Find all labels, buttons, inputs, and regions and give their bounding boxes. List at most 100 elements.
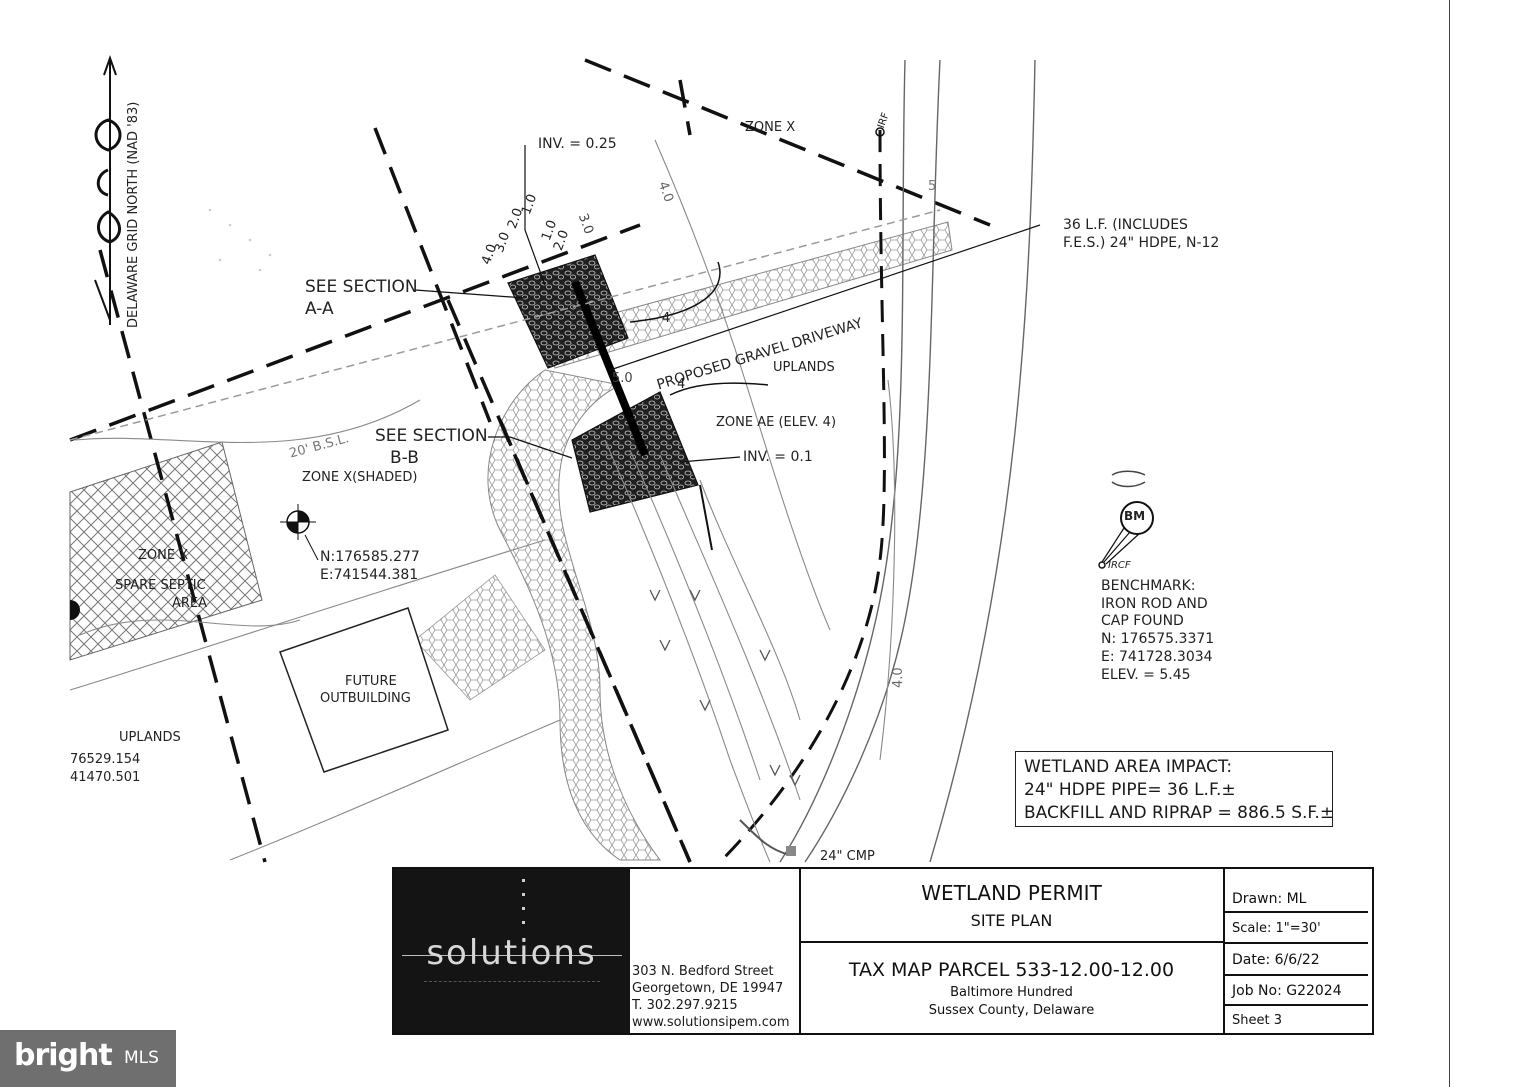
contour-label-40-right: 4.0 <box>891 667 906 688</box>
contour-5 <box>699 479 801 721</box>
road-edge-1 <box>779 59 906 863</box>
contour-arc-lower <box>669 382 769 396</box>
contour-label-4-upper: 4 <box>662 311 671 326</box>
future-outbuilding-outline <box>279 607 449 773</box>
leader-inv-top <box>524 145 546 286</box>
see-section-b-line2: B-B <box>390 448 419 468</box>
watermark-brand: bright <box>14 1038 113 1073</box>
road-edge-dashed <box>718 129 886 864</box>
property-line-6 <box>678 79 692 136</box>
leader-pipe-note <box>609 224 1041 371</box>
uplands-left-label: UPLANDS <box>119 730 181 745</box>
north-arrow-label: DELAWARE GRID NORTH (NAD '83) <box>126 101 141 328</box>
benchmark-line-2: IRON ROD AND <box>1101 596 1208 612</box>
cmp-outlet <box>739 819 791 856</box>
contour-arc-upper <box>629 261 721 323</box>
contour-7 <box>69 539 546 691</box>
benchmark-badge: BM <box>1124 509 1146 523</box>
property-line-3 <box>98 249 267 863</box>
contour-4 <box>659 454 801 801</box>
drawing-scale: Scale: 1"=30' <box>1232 921 1321 936</box>
coord-e-label: E:741544.381 <box>320 567 419 583</box>
benchmark-line-5: E: 741728.3034 <box>1101 649 1213 665</box>
zone-ae-label: ZONE AE (ELEV. 4) <box>716 415 837 430</box>
future-outbuilding-line1: FUTURE <box>345 674 397 689</box>
bright-mls-watermark: bright MLS <box>0 1030 176 1087</box>
inv-top-label: INV. = 0.25 <box>538 136 617 152</box>
cmp-label: 24" CMP <box>820 849 875 864</box>
see-section-a-line2: A-A <box>305 299 334 319</box>
zone-x-shaded-label: ZONE X(SHADED) <box>302 470 418 485</box>
benchmark-line-6: ELEV. = 5.45 <box>1101 667 1191 683</box>
watermark-suffix: MLS <box>124 1048 159 1068</box>
property-line-5 <box>584 58 991 227</box>
control-point-symbol <box>280 504 319 561</box>
contour-10 <box>879 379 896 761</box>
irf-marker-icon <box>875 127 885 137</box>
contour-8 <box>229 719 561 861</box>
address-phone: T. 302.297.9215 <box>632 998 738 1013</box>
property-line-4 <box>69 223 641 442</box>
partial-n-label: 76529.154 <box>70 752 141 767</box>
benchmark-sub: IRCF <box>1108 560 1131 571</box>
impact-title: WETLAND AREA IMPACT: <box>1024 757 1233 777</box>
coord-n-label: N:176585.277 <box>320 549 420 565</box>
uplands-right-label: UPLANDS <box>773 360 835 375</box>
drawn-by: Drawn: ML <box>1232 891 1307 907</box>
company-address: 303 N. Bedford Street Georgetown, DE 199… <box>632 963 790 1031</box>
partial-e-label: 41470.501 <box>70 770 141 785</box>
contour-3 <box>629 449 761 781</box>
title-block: solutions 303 N. Bedford Street Georgeto… <box>392 867 1374 1035</box>
cmp-box <box>786 846 796 856</box>
benchmark-icon <box>1098 470 1154 569</box>
property-line-1 <box>373 127 492 423</box>
hdpe-pipe <box>571 280 649 457</box>
benchmark-line-1: BENCHMARK: <box>1101 578 1196 594</box>
contour-label-50: 5.0 <box>612 371 633 386</box>
contour-label-4-lower: 4 <box>677 377 686 392</box>
north-arrow-icon <box>94 54 122 325</box>
flow-arrow-icons <box>649 589 801 787</box>
gravel-lower-left <box>414 574 546 701</box>
wetland-impact-box: WETLAND AREA IMPACT: 24" HDPE PIPE= 36 L… <box>1015 751 1334 827</box>
impact-line-1: 24" HDPE PIPE= 36 L.F.± <box>1024 780 1236 800</box>
solutions-logo: solutions <box>394 869 630 1033</box>
county-name: Sussex County, Delaware <box>928 1003 1095 1018</box>
contour-1 <box>654 139 831 631</box>
gravel-path <box>487 369 661 861</box>
spare-septic-line1: SPARE SEPTIC <box>115 578 206 593</box>
faint-specks <box>208 208 272 272</box>
leader-section-b <box>488 436 573 459</box>
benchmark-line-3: CAP FOUND <box>1101 613 1184 629</box>
project-title: WETLAND PERMIT <box>921 881 1102 905</box>
contour-9 <box>79 619 301 636</box>
see-section-a-line1: SEE SECTION <box>305 277 418 297</box>
page-edge-line <box>1449 0 1450 1087</box>
zone-x-left-label: ZONE X <box>138 548 189 563</box>
road-edge-2 <box>804 59 941 863</box>
property-line-7 <box>498 419 692 863</box>
address-line-2: Georgetown, DE 19947 <box>632 981 784 996</box>
contour-2 <box>604 439 771 863</box>
logo-wordmark: solutions <box>426 933 597 973</box>
see-section-b-line1: SEE SECTION <box>375 426 488 446</box>
address-line-1: 303 N. Bedford Street <box>632 964 774 979</box>
drawing-date: Date: 6/6/22 <box>1232 952 1320 968</box>
address-website: www.solutionsipem.com <box>632 1015 790 1030</box>
pipe-note-line1: 36 L.F. (INCLUDES <box>1063 217 1188 233</box>
road-edge-3 <box>929 59 1036 863</box>
leader-inv-bottom <box>679 456 741 463</box>
flow-line <box>699 484 713 551</box>
job-number: Job No: G22024 <box>1232 983 1342 999</box>
sheet-number: Sheet 3 <box>1232 1013 1282 1028</box>
future-outbuilding-line2: OUTBUILDING <box>320 691 411 706</box>
parcel-number: TAX MAP PARCEL 533-12.00-12.00 <box>848 959 1175 981</box>
zone-x-top-label: ZONE X <box>745 120 796 135</box>
hundred-name: Baltimore Hundred <box>950 985 1073 1000</box>
leader-section-a <box>414 289 526 299</box>
pipe-note-line2: F.E.S.) 24" HDPE, N-12 <box>1063 235 1220 251</box>
contour-label-5: 5 <box>928 179 937 194</box>
contour-6 <box>74 399 421 444</box>
bsl-line <box>69 209 941 441</box>
